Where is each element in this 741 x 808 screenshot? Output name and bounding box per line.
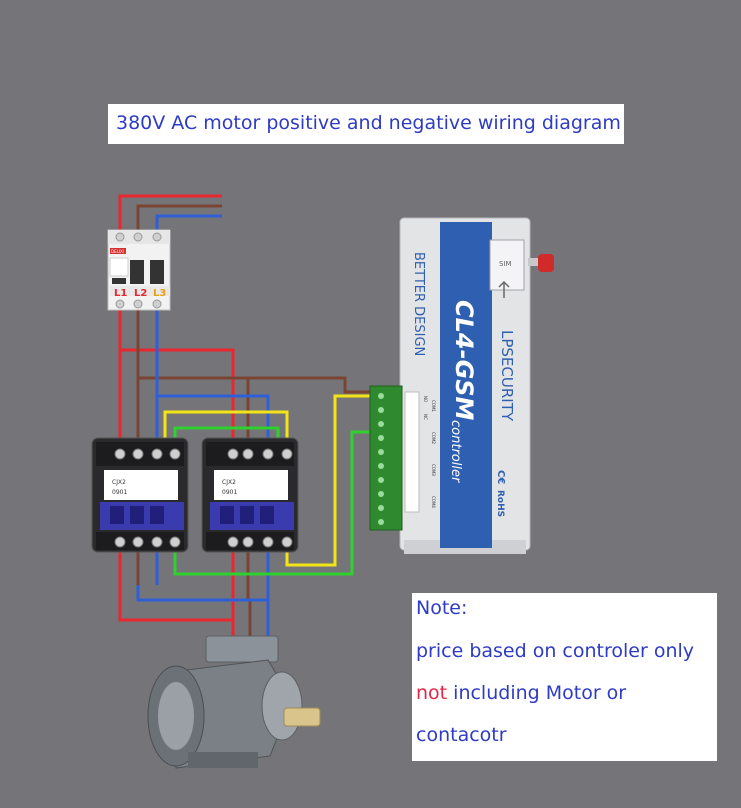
contactor-right-model: CJX2 xyxy=(222,479,236,486)
ce-mark: C€ xyxy=(495,470,506,484)
title-box: 380V AC motor positive and negative wiri… xyxy=(108,104,624,144)
diagram-title: 380V AC motor positive and negative wiri… xyxy=(116,112,621,134)
antenna-icon xyxy=(528,254,554,272)
breaker-label-l2: L2 xyxy=(134,288,147,299)
relay-label-com1: COM1 xyxy=(431,400,436,412)
motor-icon xyxy=(147,635,321,769)
controller-maker: LPSECURITY xyxy=(498,330,516,422)
arrow-up-icon xyxy=(498,280,510,298)
note-exclusion-rest: including Motor or xyxy=(447,682,627,704)
breaker-label-l3: L3 xyxy=(153,288,166,299)
contactor-right xyxy=(201,437,299,553)
rohs-mark: RoHS xyxy=(495,490,505,517)
contactor-left-model: CJX2 xyxy=(112,479,126,486)
controller-model: CL4-GSM xyxy=(450,300,478,421)
circuit-breaker xyxy=(107,229,171,311)
pin-label-no: NO xyxy=(423,396,428,402)
note-line-contactor: contacotr xyxy=(416,724,507,746)
note-line-price: price based on controler only xyxy=(416,640,695,662)
contactor-left-code: 0901 xyxy=(112,489,127,496)
gsm-controller xyxy=(369,217,531,554)
relay-label-com4: COM4 xyxy=(431,496,436,508)
sim-label: SIM xyxy=(499,260,512,268)
relay-label-com3: COM3 xyxy=(431,464,436,476)
pin-label-nc: NC xyxy=(423,414,428,420)
wire-brown xyxy=(136,204,374,640)
controller-brand-vertical: BETTER DESIGN xyxy=(411,252,426,356)
breaker-label-l1: L1 xyxy=(114,288,127,299)
note-box: Note: price based on controler only not … xyxy=(412,593,717,761)
relay-label-com2: COM2 xyxy=(431,432,436,444)
wire-green xyxy=(173,426,374,576)
wire-yellow xyxy=(163,394,374,567)
contactor-left xyxy=(91,437,189,553)
note-heading: Note: xyxy=(416,597,468,619)
note-not-word: not xyxy=(416,682,448,704)
contactor-right-code: 0901 xyxy=(222,489,237,496)
breaker-brand-label: DELIXI xyxy=(111,249,124,254)
controller-subtitle: controller xyxy=(448,420,463,484)
note-line-exclusion: not including Motor or xyxy=(416,682,626,704)
